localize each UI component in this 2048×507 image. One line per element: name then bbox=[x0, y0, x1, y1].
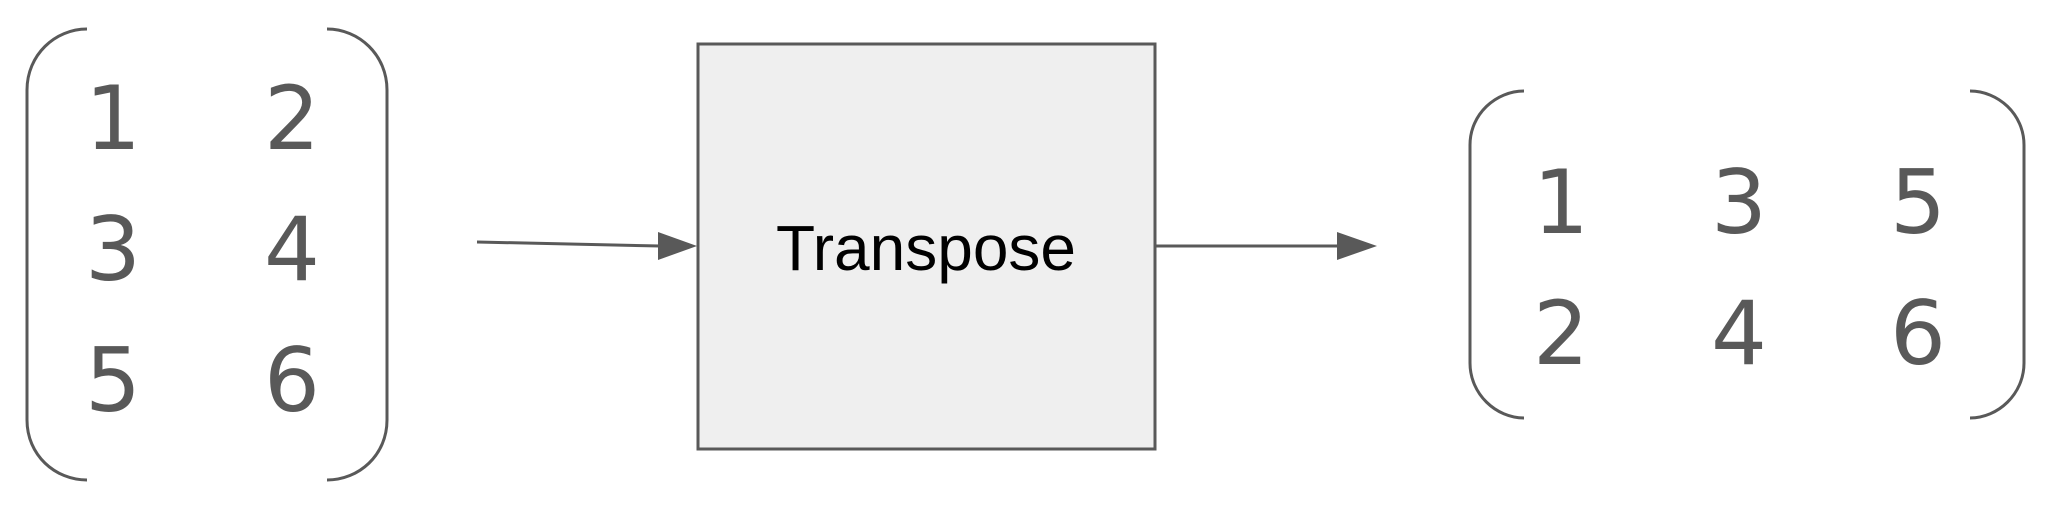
output-matrix-cells: 1 3 5 2 4 6 bbox=[1533, 151, 1946, 385]
output-matrix-right-bracket bbox=[1969, 89, 2026, 420]
transpose-label: Transpose bbox=[776, 212, 1076, 284]
input-matrix-cell: 1 bbox=[85, 67, 141, 170]
transpose-box: Transpose bbox=[696, 42, 1157, 451]
output-matrix-cell: 6 bbox=[1890, 282, 1946, 385]
input-matrix-cell: 2 bbox=[264, 67, 320, 170]
input-arrowhead bbox=[658, 232, 697, 260]
input-matrix: 1 2 3 4 5 6 bbox=[25, 27, 389, 482]
input-matrix-cell: 6 bbox=[264, 329, 320, 432]
output-matrix-cell: 3 bbox=[1711, 151, 1767, 254]
input-arrow-shaft bbox=[476, 240, 661, 248]
input-matrix-cells: 1 2 3 4 5 6 bbox=[85, 67, 320, 432]
transpose-box-rect bbox=[696, 42, 1157, 451]
output-arrow bbox=[1156, 232, 1377, 260]
output-matrix-cell: 2 bbox=[1533, 282, 1589, 385]
output-matrix-left-bracket bbox=[1468, 89, 1525, 420]
output-matrix-cell: 4 bbox=[1711, 282, 1767, 385]
output-matrix: 1 3 5 2 4 6 bbox=[1468, 89, 2026, 420]
input-matrix-right-bracket bbox=[326, 27, 389, 482]
input-matrix-cell: 4 bbox=[264, 198, 320, 301]
output-matrix-cell: 1 bbox=[1533, 151, 1589, 254]
output-matrix-cell: 5 bbox=[1890, 151, 1946, 254]
input-matrix-left-bracket bbox=[25, 27, 88, 482]
input-arrow bbox=[476, 232, 697, 260]
output-arrowhead bbox=[1337, 232, 1377, 260]
input-matrix-cell: 5 bbox=[85, 329, 141, 432]
input-matrix-cell: 3 bbox=[85, 198, 141, 301]
